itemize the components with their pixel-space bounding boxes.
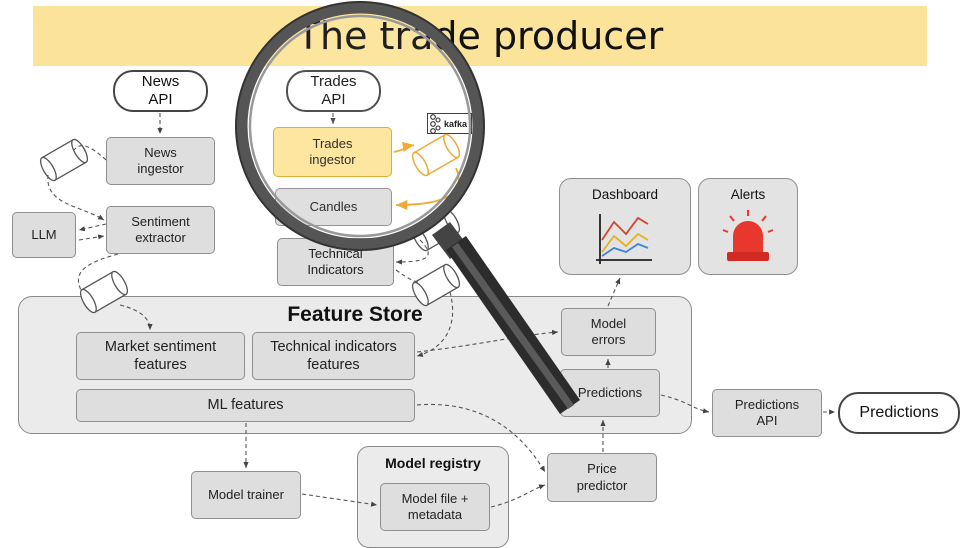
arrow-modelfile-to-predictor bbox=[490, 484, 546, 508]
title-banner: The trade producer bbox=[33, 6, 927, 66]
arrow-llm-to-sentiment bbox=[78, 234, 105, 241]
kafka-topic-trades-icon bbox=[411, 133, 461, 177]
arrow-ingestor-to-topic bbox=[73, 145, 107, 161]
predictions-api-node: Predictions API bbox=[712, 389, 822, 437]
arrow-candles-topic bbox=[395, 239, 429, 265]
ml-features-node: ML features bbox=[76, 389, 415, 422]
kafka-logo-icon bbox=[430, 114, 441, 134]
news-api-node: News API bbox=[113, 70, 208, 112]
line-chart-icon bbox=[596, 214, 652, 264]
model-registry-title: Model registry bbox=[385, 455, 481, 471]
dashboard-panel: Dashboard bbox=[559, 178, 691, 275]
alert-siren-icon bbox=[722, 210, 774, 261]
kafka-topic-news-icon bbox=[39, 138, 89, 182]
kafka-label: kafka bbox=[444, 119, 467, 129]
news-ingestor-node: News ingestor bbox=[106, 137, 215, 185]
model-errors-node: Model errors bbox=[561, 308, 656, 356]
arrow-topic-to-sentiment bbox=[47, 174, 105, 221]
trades-api-node: Trades API bbox=[286, 70, 381, 112]
llm-node: LLM bbox=[12, 212, 76, 258]
dashboard-label: Dashboard bbox=[591, 187, 659, 202]
kafka-topic-indicators-icon bbox=[411, 263, 461, 307]
arrow-trainer-to-modelfile bbox=[301, 493, 378, 507]
arrow-topic-to-market bbox=[119, 304, 153, 331]
model-trainer-node: Model trainer bbox=[191, 471, 301, 519]
price-predictor-node: Price predictor bbox=[547, 453, 657, 502]
trades-ingestor-node: Trades ingestor bbox=[273, 127, 392, 177]
arrow-errors-to-dashboard bbox=[607, 277, 621, 307]
arrow-indicators-to-features bbox=[416, 291, 454, 358]
feature-store-title: Feature Store bbox=[287, 303, 423, 326]
alerts-label: Alerts bbox=[730, 187, 766, 202]
predictions-box-node: Predictions bbox=[560, 369, 660, 417]
arrow-mlfeatures-to-predictor bbox=[416, 403, 546, 473]
sentiment-extractor-node: Sentiment extractor bbox=[106, 206, 215, 254]
arrow-trades-to-topic bbox=[393, 141, 415, 153]
kafka-topic-sentiment-icon bbox=[79, 270, 129, 314]
page-title: The trade producer bbox=[296, 14, 664, 58]
arrow-sentiment-to-topic bbox=[77, 253, 119, 293]
predictions-output-node: Predictions bbox=[838, 392, 960, 434]
arrow-predictions-to-api bbox=[660, 394, 710, 414]
arrow-indicators-topic bbox=[395, 269, 421, 283]
model-file-node: Model file + metadata bbox=[380, 483, 490, 531]
magnifying-glass-icon bbox=[235, 1, 580, 414]
arrow-features-to-errors bbox=[416, 329, 559, 353]
technical-indicators-features-node: Technical indicators features bbox=[252, 332, 415, 380]
market-sentiment-features-node: Market sentiment features bbox=[76, 332, 245, 380]
arrow-sentiment-to-llm bbox=[78, 223, 107, 232]
